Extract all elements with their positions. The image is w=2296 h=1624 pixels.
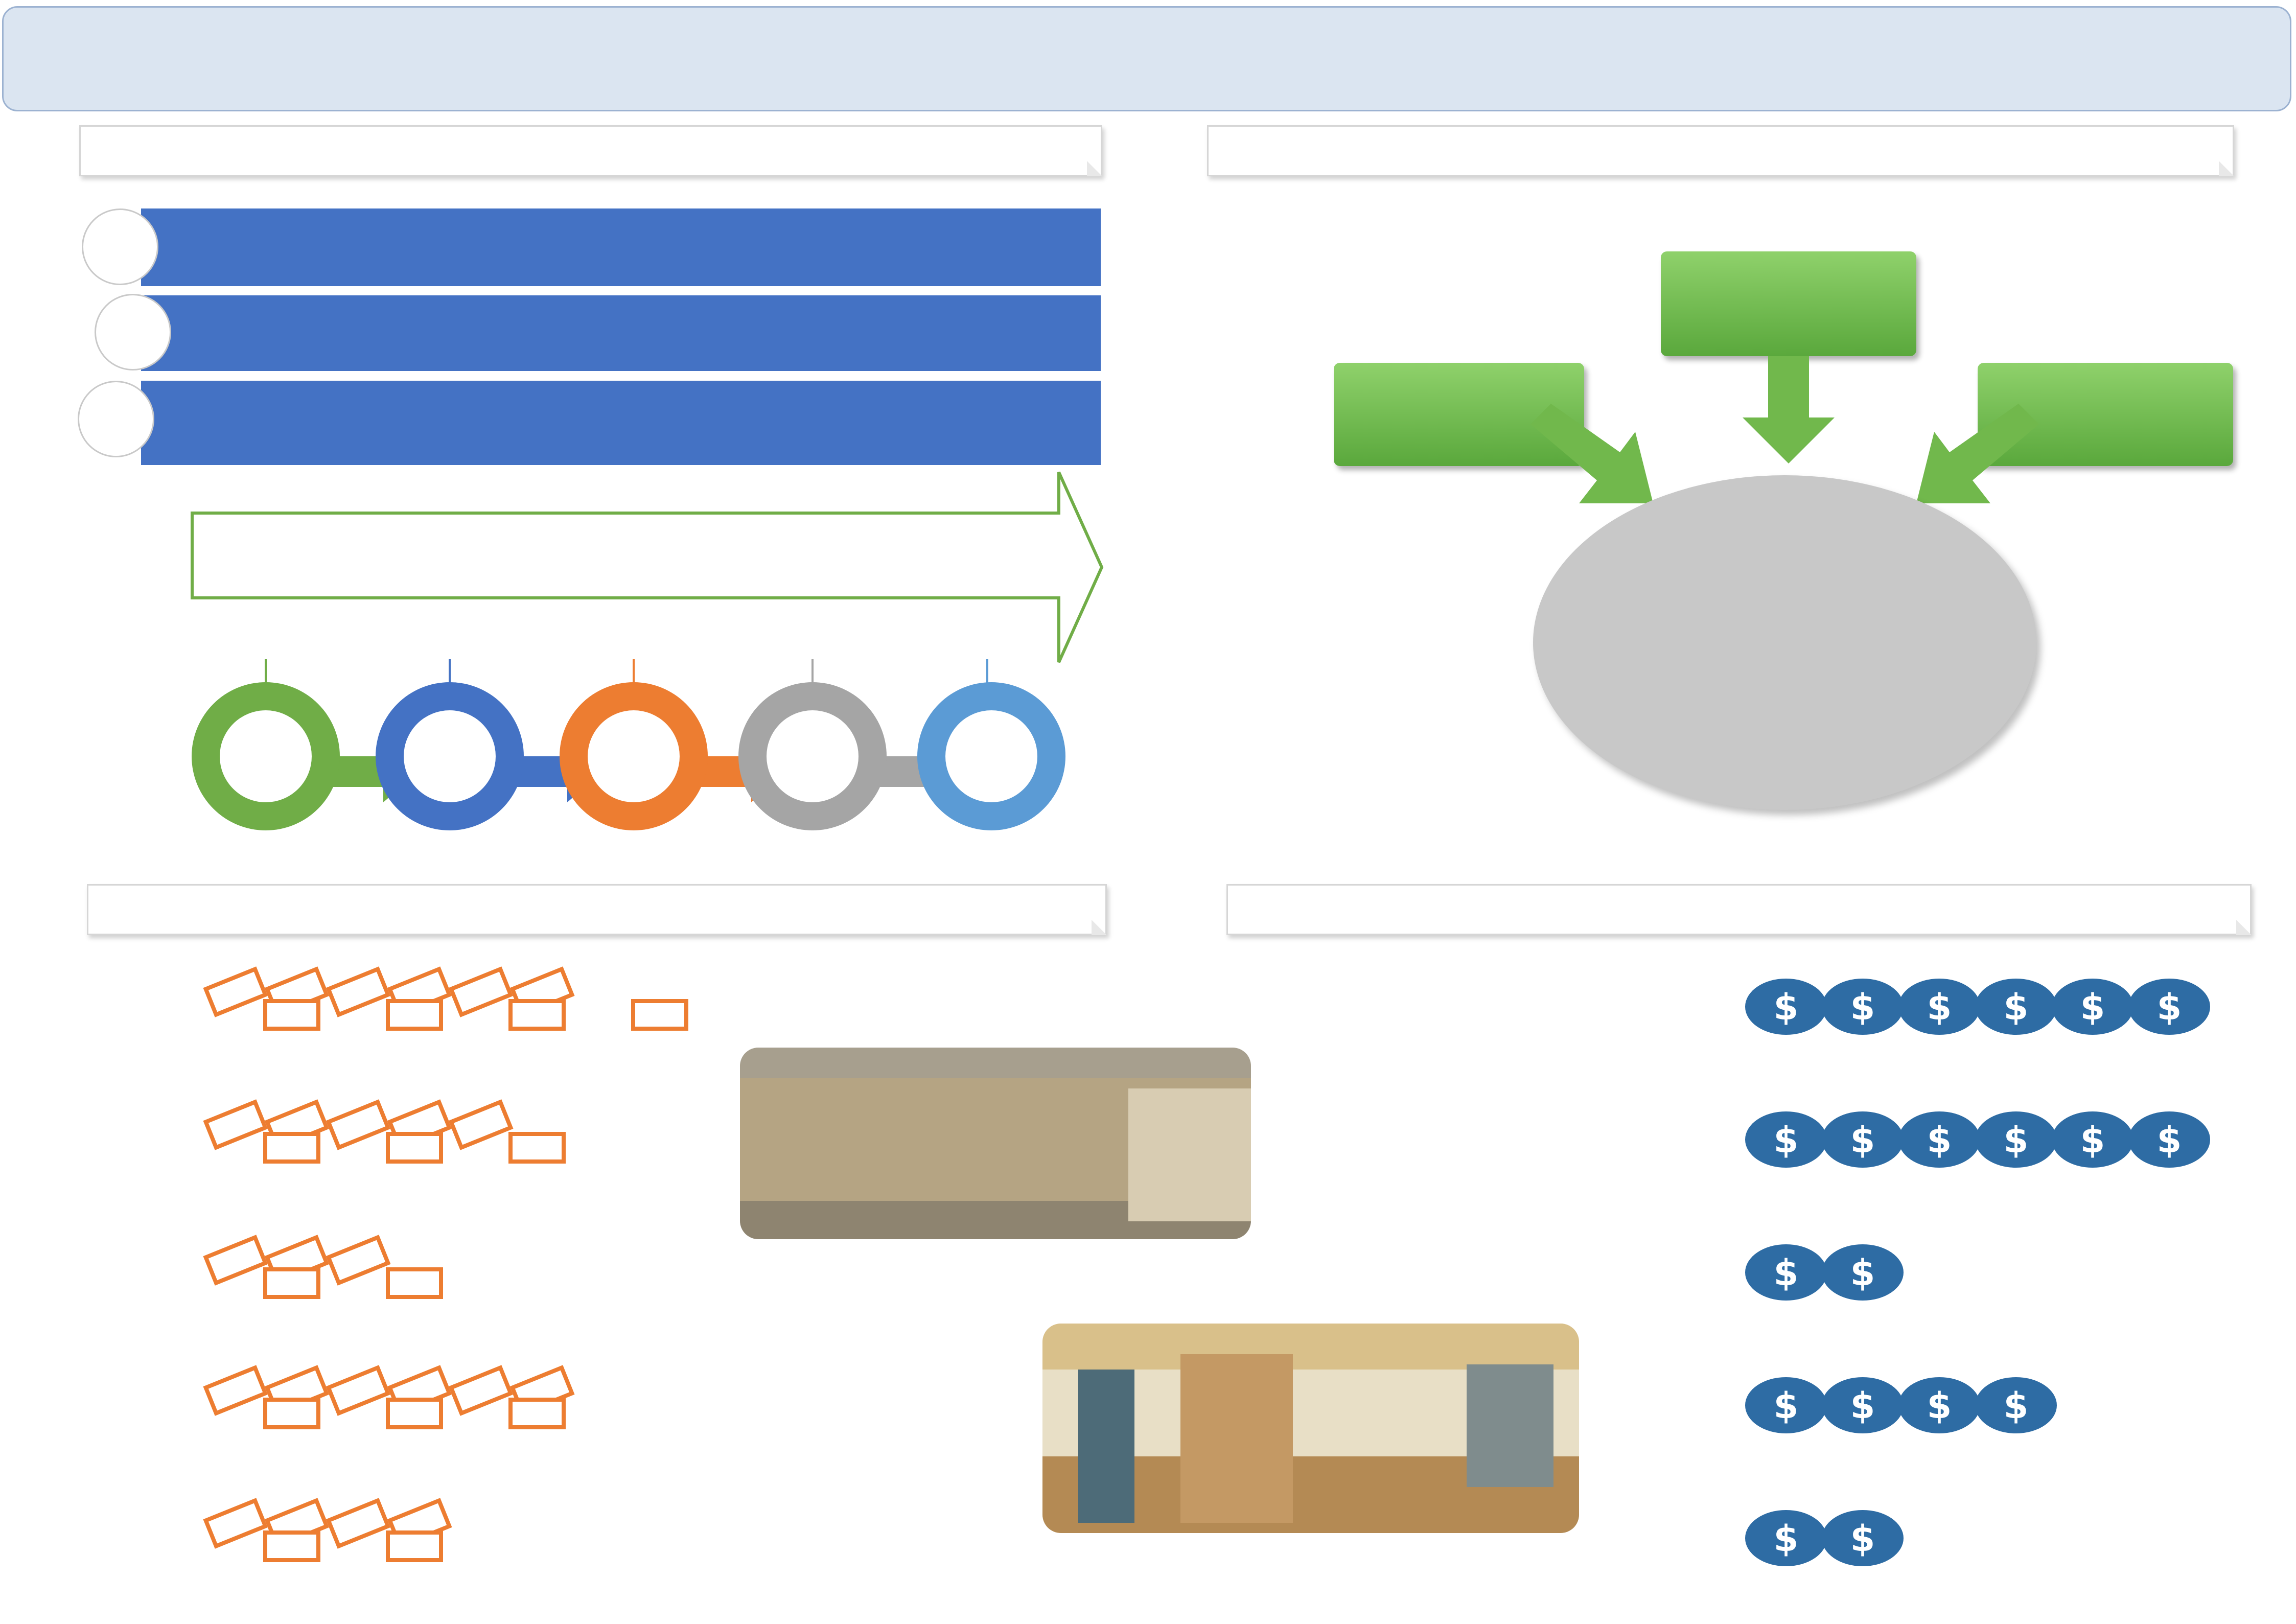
svg-text:$: $	[2004, 1119, 2029, 1161]
svg-text:$: $	[2080, 1119, 2105, 1161]
svg-text:$: $	[1927, 1385, 1952, 1427]
stage-circle	[738, 682, 887, 830]
info-bar	[141, 208, 1101, 286]
money-bag-row: $ $ $ $ $ $	[1745, 966, 2220, 1037]
svg-text:$: $	[1850, 1119, 1875, 1161]
title-banner	[2, 6, 2291, 111]
summary-outline-arrow	[191, 471, 1104, 663]
svg-text:$: $	[1774, 1385, 1799, 1427]
stage-tick	[986, 659, 988, 684]
section-heading-ribbon	[1207, 125, 2234, 176]
svg-text:$: $	[1774, 1119, 1799, 1161]
bullet-circle	[95, 294, 171, 370]
info-bar	[141, 295, 1101, 371]
svg-text:$: $	[2004, 986, 2029, 1028]
svg-text:$: $	[1927, 986, 1952, 1028]
mmk-note-stack	[203, 1088, 621, 1170]
stage-tick	[449, 659, 451, 684]
svg-text:$: $	[1850, 986, 1875, 1028]
svg-text:$: $	[1850, 1518, 1875, 1560]
stage-circle	[192, 682, 340, 830]
timber-photo	[740, 1048, 1251, 1239]
stage-circle	[376, 682, 524, 830]
svg-text:$: $	[1850, 1385, 1875, 1427]
info-bar	[141, 381, 1101, 465]
svg-text:$: $	[2080, 986, 2105, 1028]
svg-text:$: $	[2157, 1119, 2182, 1161]
mmk-note-stack	[203, 956, 738, 1037]
section-heading-ribbon	[79, 125, 1102, 176]
stage-tick	[633, 659, 635, 684]
carpentry-photo	[1042, 1324, 1579, 1533]
svg-text:$: $	[1774, 1518, 1799, 1560]
arrow-left-down	[1916, 404, 2039, 503]
svg-text:$: $	[1774, 1252, 1799, 1294]
money-bag-row: $$	[1745, 1232, 1919, 1303]
svg-text:$: $	[2157, 986, 2182, 1028]
stage-circle	[917, 682, 1065, 830]
money-bag-row: $ $ $ $ $ $	[1745, 1099, 2220, 1170]
mmk-note-stack	[203, 1354, 687, 1436]
stage-tick	[265, 659, 267, 684]
svg-text:$: $	[1850, 1252, 1875, 1294]
svg-text:$: $	[2004, 1385, 2029, 1427]
arrow-down	[1743, 356, 1835, 463]
money-bag-row: $$	[1745, 1497, 1919, 1569]
section-heading-ribbon	[1226, 884, 2252, 935]
arrow-right-down	[1530, 404, 1653, 503]
money-bag-row: $ $ $ $	[1745, 1364, 2072, 1436]
info-ellipse	[1533, 475, 2036, 810]
mmk-note-stack	[203, 1487, 560, 1569]
mmk-note-stack	[203, 1224, 498, 1306]
svg-text:$: $	[1927, 1119, 1952, 1161]
section-heading-ribbon	[87, 884, 1107, 935]
stage-circle	[560, 682, 708, 830]
svg-text:$: $	[1774, 986, 1799, 1028]
bullet-circle	[82, 208, 158, 285]
bullet-circle	[78, 381, 154, 457]
harvest-box	[1661, 251, 1916, 356]
stage-tick	[811, 659, 814, 684]
